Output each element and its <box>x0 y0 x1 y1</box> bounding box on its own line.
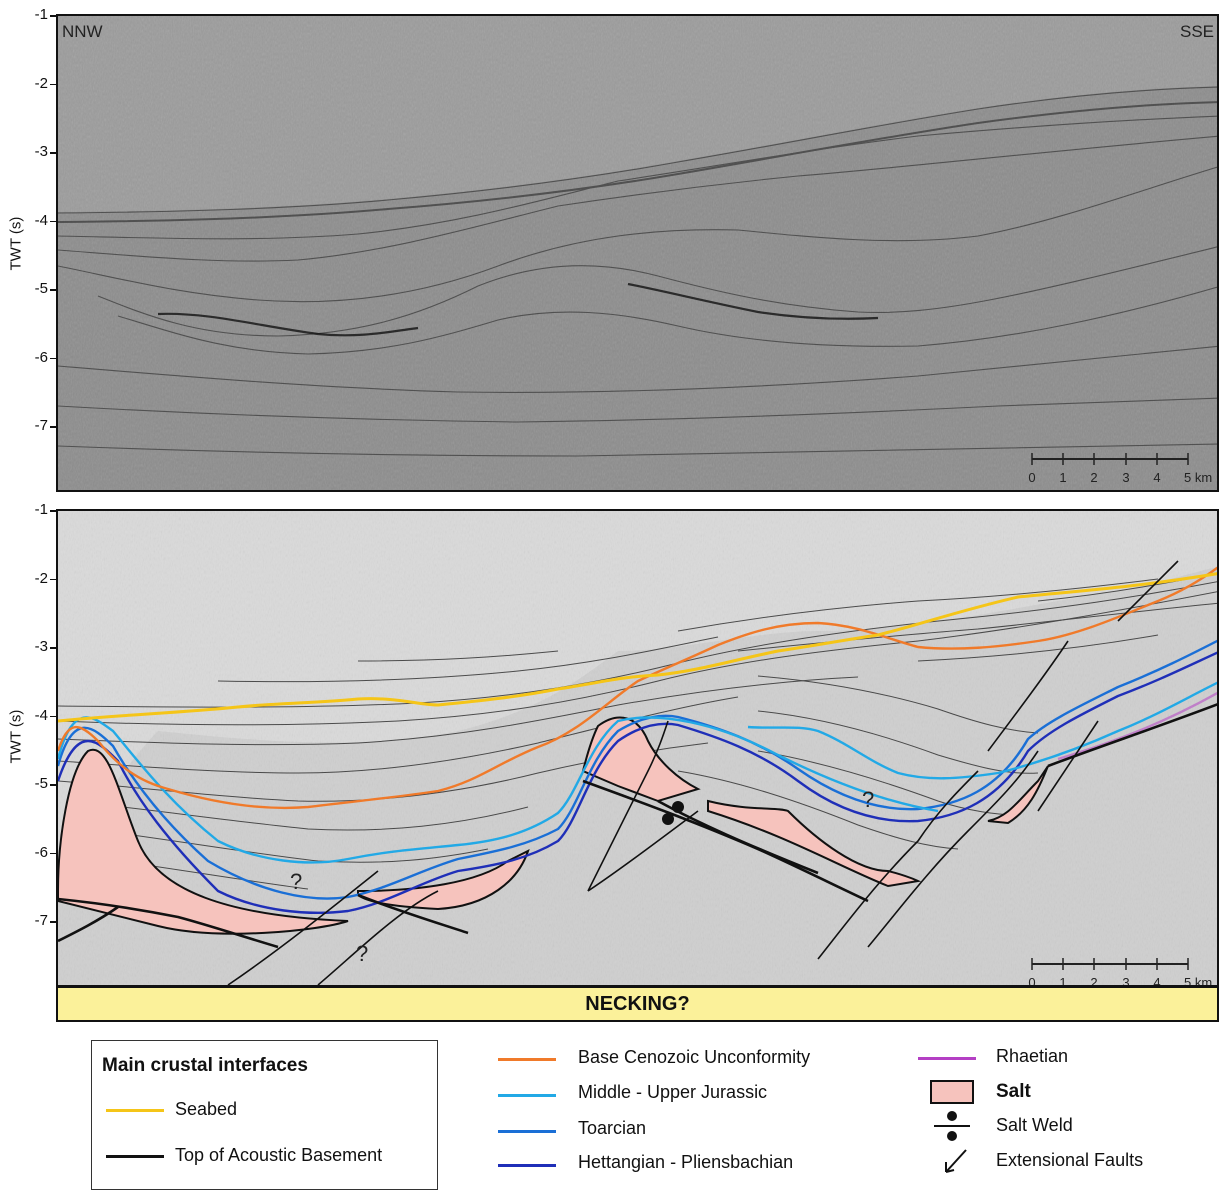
rhaetian-horizon <box>1057 691 1217 761</box>
salt-weld-icon <box>934 1111 970 1141</box>
top-scale-labels-label-4: 4 <box>1153 470 1160 485</box>
bottom-y-tick-6: -7 <box>34 912 48 929</box>
top-right-orientation-label: SSE <box>1180 22 1215 41</box>
basement-line-2 <box>357 893 469 935</box>
top-y-tick-mark-2 <box>50 152 56 154</box>
legend-box-title: Main crustal interfaces <box>102 1055 308 1076</box>
bottom-y-tick-mark-4 <box>50 784 56 786</box>
top-y-tick-mark-3 <box>50 220 56 222</box>
bottom-scale-bar: 0 1 2 3 4 5 km <box>1028 958 1212 987</box>
top-seismic-image: 0 1 2 3 4 5 km <box>58 16 1217 490</box>
question-mark-1: ? <box>356 941 368 966</box>
top-y-tick-mark-0 <box>50 15 56 17</box>
bottom-scale-labels-label-5: 5 km <box>1184 975 1212 987</box>
bottom-scale-labels-label-0: 0 <box>1028 975 1035 987</box>
legend-extensional-faults-label: Extensional Faults <box>996 1150 1144 1170</box>
bottom-y-tick-2: -3 <box>34 638 48 655</box>
hettangian-swatch <box>498 1164 556 1167</box>
bottom-scale-labels-label-2: 2 <box>1090 975 1097 987</box>
legend-basement-label: Top of Acoustic Basement <box>175 1145 383 1165</box>
legend-hettangian-label: Hettangian - Pliensbachian <box>578 1152 794 1172</box>
top-y-tick-4: -5 <box>34 280 48 297</box>
bottom-y-tick-mark-5 <box>50 852 56 854</box>
top-scale-labels-label-3: 3 <box>1122 470 1129 485</box>
bottom-y-tick-mark-0 <box>50 510 56 512</box>
top-y-tick-3: -4 <box>34 211 48 229</box>
legend-crustal-interfaces-box: Main crustal interfaces Seabed Top of Ac… <box>91 1040 438 1190</box>
middle-upper-jurassic-swatch <box>498 1094 556 1097</box>
base-cenozoic-swatch <box>498 1058 556 1061</box>
bottom-y-tick-mark-1 <box>50 578 56 580</box>
bottom-interpreted-panel: ??? 0 1 2 3 4 5 km <box>56 509 1219 987</box>
top-y-tick-mark-5 <box>50 357 56 359</box>
top-y-tick-mark-1 <box>50 83 56 85</box>
rhaetian-swatch <box>918 1057 976 1060</box>
top-seismic-panel: 0 1 2 3 4 5 km <box>56 14 1219 492</box>
toarcian-swatch <box>498 1130 556 1133</box>
salt-swatch <box>930 1080 974 1104</box>
top-scale-labels-label-5: 5 km <box>1184 470 1212 485</box>
top-y-tick-mark-4 <box>50 289 56 291</box>
seabed-swatch <box>106 1109 164 1112</box>
bottom-y-tick-4: -5 <box>34 775 48 792</box>
top-y-tick-2: -3 <box>34 143 48 160</box>
top-y-tick-6: -7 <box>34 417 48 434</box>
top-y-tick-0: -1 <box>34 6 48 23</box>
top-scale-bar: 0 1 2 3 4 5 km <box>1028 453 1212 485</box>
bottom-y-tick-mark-2 <box>50 647 56 649</box>
top-scale-labels-label-2: 2 <box>1090 470 1097 485</box>
legend-salt-weld-label: Salt Weld <box>996 1115 1073 1135</box>
bottom-y-tick-0: -1 <box>34 501 48 518</box>
top-scale-labels-label-0: 0 <box>1028 470 1035 485</box>
top-left-orientation-label: NNW <box>62 22 103 41</box>
toarcian-horizon <box>58 639 1217 900</box>
top-scale-labels-label-1: 1 <box>1059 470 1066 485</box>
middle-upper-jurassic-horizon <box>58 681 1217 864</box>
necking-banner: NECKING? <box>56 986 1219 1022</box>
question-mark-0: ? <box>290 869 302 894</box>
legend-toarcian-label: Toarcian <box>578 1118 647 1138</box>
legend-salt-label: Salt <box>996 1081 1031 1102</box>
top-y-tick-1: -2 <box>34 74 48 92</box>
legend-middle-upper-jurassic-label: Middle - Upper Jurassic <box>578 1082 768 1102</box>
legend-seabed-label: Seabed <box>175 1099 238 1119</box>
base-cenozoic-horizon <box>58 566 1217 810</box>
bottom-scale-labels-label-4: 4 <box>1153 975 1160 987</box>
bottom-scale-labels-label-1: 1 <box>1059 975 1066 987</box>
bottom-y-tick-5: -6 <box>34 843 48 861</box>
top-y-tick-5: -6 <box>34 348 48 366</box>
salt-weld-symbols <box>662 801 684 825</box>
hettangian-pliensbachian-horizon <box>58 651 1217 914</box>
bottom-y-tick-1: -2 <box>34 569 48 587</box>
legend-base-cenozoic-label: Base Cenozoic Unconformity <box>578 1047 811 1067</box>
basement-line-4 <box>1047 703 1217 768</box>
basement-line-1 <box>58 897 279 949</box>
bottom-y-tick-mark-3 <box>50 715 56 717</box>
legend-rhaetian-label: Rhaetian <box>996 1046 1069 1066</box>
basement-swatch <box>106 1155 164 1158</box>
seabed-horizon <box>58 572 1217 723</box>
bottom-y-tick-mark-6 <box>50 921 56 923</box>
extensional-faults <box>227 560 1179 985</box>
extensional-fault-icon <box>945 1149 967 1173</box>
bottom-y-tick-3: -4 <box>34 706 48 724</box>
basement-line-6 <box>58 905 119 943</box>
bottom-interpreted-image: ??? 0 1 2 3 4 5 km <box>58 511 1217 987</box>
bottom-scale-labels-label-3: 3 <box>1122 975 1129 987</box>
question-mark-2: ? <box>862 787 874 812</box>
top-y-tick-mark-6 <box>50 426 56 428</box>
